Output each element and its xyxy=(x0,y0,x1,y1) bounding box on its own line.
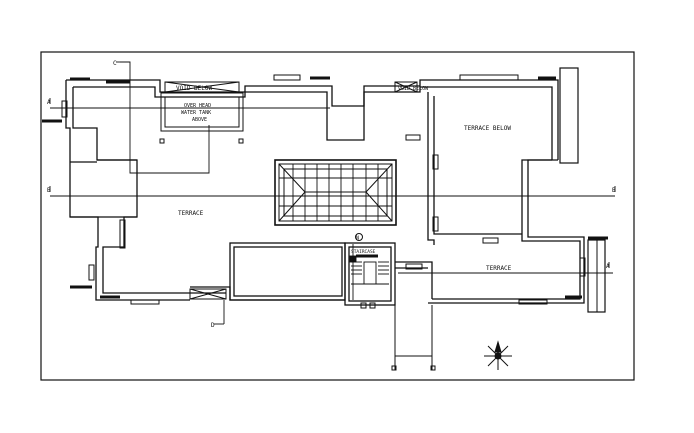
label-section-a-right: A xyxy=(606,263,610,270)
void-below-box xyxy=(164,81,240,93)
label-oh-tank-2: WATER TANK xyxy=(181,110,211,116)
label-terrace-left: TERRACE xyxy=(178,210,204,217)
right-tower xyxy=(559,67,579,164)
label-section-b-right: B xyxy=(612,187,616,194)
text-labels: VOID BELOW VOID BELOW OVER HEAD WATER TA… xyxy=(47,60,616,329)
label-terrace-below: TERRACE BELOW xyxy=(464,125,511,132)
window-frames xyxy=(61,74,586,305)
label-oh-tank-1: OVER HEAD xyxy=(184,103,211,109)
staircase xyxy=(349,255,389,285)
water-tank-box xyxy=(160,92,244,132)
label-oh-tank-3: ABOVE xyxy=(192,117,207,123)
pillars xyxy=(159,138,436,371)
label-section-a: A xyxy=(47,99,51,106)
stair-marker xyxy=(355,233,363,241)
label-void-below-2: VOID BELOW xyxy=(398,86,429,92)
label-section-d: D xyxy=(211,322,215,329)
section-lines xyxy=(49,61,616,325)
label-staircase: STAIRCASE xyxy=(351,249,376,255)
compass-icon xyxy=(484,340,512,370)
wall-openings xyxy=(42,76,608,299)
label-terrace-right: TERRACE xyxy=(486,265,512,272)
label-void-below: VOID BELOW xyxy=(176,85,213,92)
compass-n-label: N xyxy=(356,236,359,242)
label-section-c: C xyxy=(113,60,117,67)
drawing-border xyxy=(40,51,635,381)
label-section-b: B xyxy=(47,187,51,194)
roof-truss xyxy=(274,159,397,226)
